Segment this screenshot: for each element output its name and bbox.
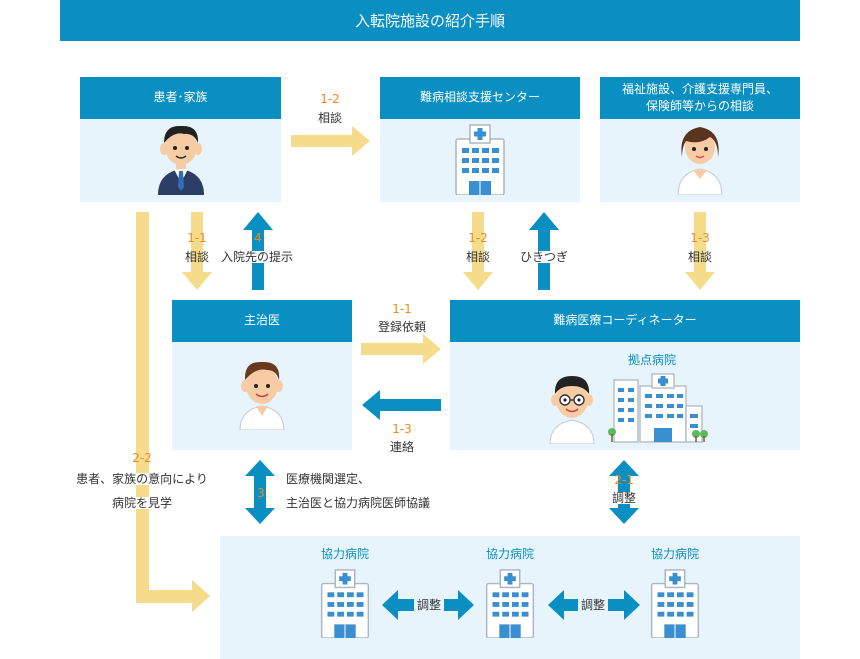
flow-label: 入院先の提示 <box>221 251 307 263</box>
flow-number: 3 <box>257 486 265 500</box>
arrow-patient-to-doctor <box>182 212 212 290</box>
welfare-box-label-line1: 福祉施設、介護支援専門員、 <box>621 81 778 96</box>
hospital-icon <box>455 124 505 195</box>
flow-label: 連絡 <box>389 440 414 454</box>
coordinator-box-label: 難病医療コーディネーター <box>553 313 697 328</box>
hub-hospital-icon <box>608 373 708 443</box>
center-box-label: 難病相談支援センター <box>419 90 540 105</box>
flow-label: 相談 <box>465 250 490 264</box>
flow-number: 1-1 <box>187 231 207 245</box>
doctor-man-icon <box>239 361 285 430</box>
flow-label: 病院を見学 <box>64 497 220 509</box>
cooperative-hospitals-box: 協力病院 協力病院 協力病院 <box>220 536 800 659</box>
flow-number: 1-2 <box>468 231 488 245</box>
welfare-box-label-line2: 保険師等からの相談 <box>645 99 754 113</box>
arrow-center-to-coordinator <box>463 212 493 290</box>
coop-hospital-label-3: 協力病院 <box>650 547 699 561</box>
center-box <box>380 119 580 202</box>
flow-number: 1-3 <box>392 422 412 436</box>
arrow-doctor-to-coordinator <box>361 334 441 364</box>
welfare-box-header: 福祉施設、介護支援専門員、 保険師等からの相談 <box>600 77 800 119</box>
coordinator-box: 拠点病院 <box>450 342 800 450</box>
page-title: 入転院施設の紹介手順 <box>60 0 800 41</box>
flow-label: 医療機関選定、 <box>286 472 371 486</box>
care-worker-woman-icon <box>677 127 723 195</box>
coop-hospital-label-1: 協力病院 <box>320 547 369 561</box>
flow-label: 相談 <box>317 111 342 125</box>
doctor-box-header: 主治医 <box>172 300 352 342</box>
flow-label: 調整 <box>580 598 605 612</box>
flow-number: 1-1 <box>392 302 412 316</box>
coop-hospital-icon-1 <box>320 569 370 638</box>
coordinator-glasses-icon <box>549 376 595 444</box>
flow-label: 調整 <box>604 492 644 504</box>
arrow-coordinator-to-doctor <box>362 390 441 420</box>
arrow-welfare-to-coordinator <box>685 212 715 290</box>
welfare-box-label: 福祉施設、介護支援専門員、 保険師等からの相談 <box>622 81 778 116</box>
flow-number: 2-1 <box>614 473 634 487</box>
patient-box-label: 患者･家族 <box>153 90 208 105</box>
flow-number: 4 <box>254 231 262 245</box>
center-box-header: 難病相談支援センター <box>380 77 580 119</box>
patient-man-icon <box>158 125 204 195</box>
flow-number: 1-3 <box>690 231 710 245</box>
flow-number: 2-2 <box>132 451 152 465</box>
coordinator-box-header: 難病医療コーディネーター <box>450 300 800 342</box>
patient-box-header: 患者･家族 <box>80 77 281 119</box>
coop-hospital-label-2: 協力病院 <box>485 547 534 561</box>
arrow-doctor-cooperative <box>245 460 275 524</box>
flow-label: ひきつぎ <box>514 251 574 263</box>
welfare-box <box>600 119 800 202</box>
flow-label: 患者、家族の意向により <box>64 473 220 485</box>
hub-hospital-label: 拠点病院 <box>628 353 677 367</box>
coop-hospital-icon-2 <box>485 569 535 638</box>
arrow-patient-to-center <box>291 126 370 156</box>
patient-box <box>80 119 281 202</box>
flow-label: 登録依頼 <box>377 320 426 334</box>
doctor-box <box>172 342 352 450</box>
flow-number: 1-2 <box>320 92 340 106</box>
flow-label: 相談 <box>687 250 712 264</box>
doctor-box-label: 主治医 <box>243 313 280 328</box>
flow-label: 相談 <box>184 250 209 264</box>
coop-hospital-icon-3 <box>650 569 700 638</box>
flow-label: 調整 <box>416 598 441 612</box>
flow-label: 主治医と協力病院医師協議 <box>286 496 431 510</box>
